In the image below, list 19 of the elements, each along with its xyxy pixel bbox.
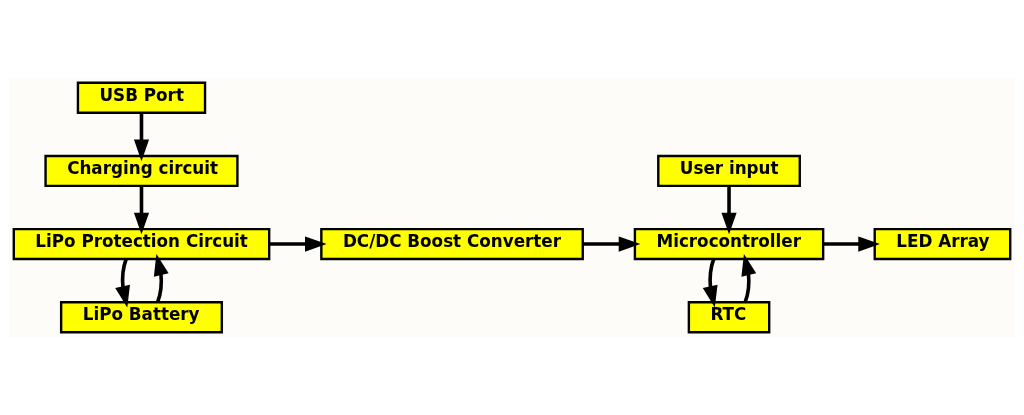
arrow [269,236,327,252]
node-box: Charging circuit [44,154,239,188]
node-box: LiPo Battery [59,301,223,334]
arrow [702,258,718,308]
arrow [133,186,150,235]
arrow [115,258,130,308]
node-box: RTC [687,301,771,334]
arrow [721,186,737,235]
arrow [823,236,880,252]
arrow [133,112,150,162]
node-box: DC/DC Boost Converter [320,227,584,261]
node-box: Microcontroller [633,227,825,261]
arrow [741,253,757,303]
node-box: USB Port [76,81,207,114]
node-box: User input [657,154,801,188]
node-box: LED Array [873,227,1012,261]
arrow [582,236,641,252]
arrow [153,253,169,303]
node-box: LiPo Protection Circuit [12,227,271,261]
